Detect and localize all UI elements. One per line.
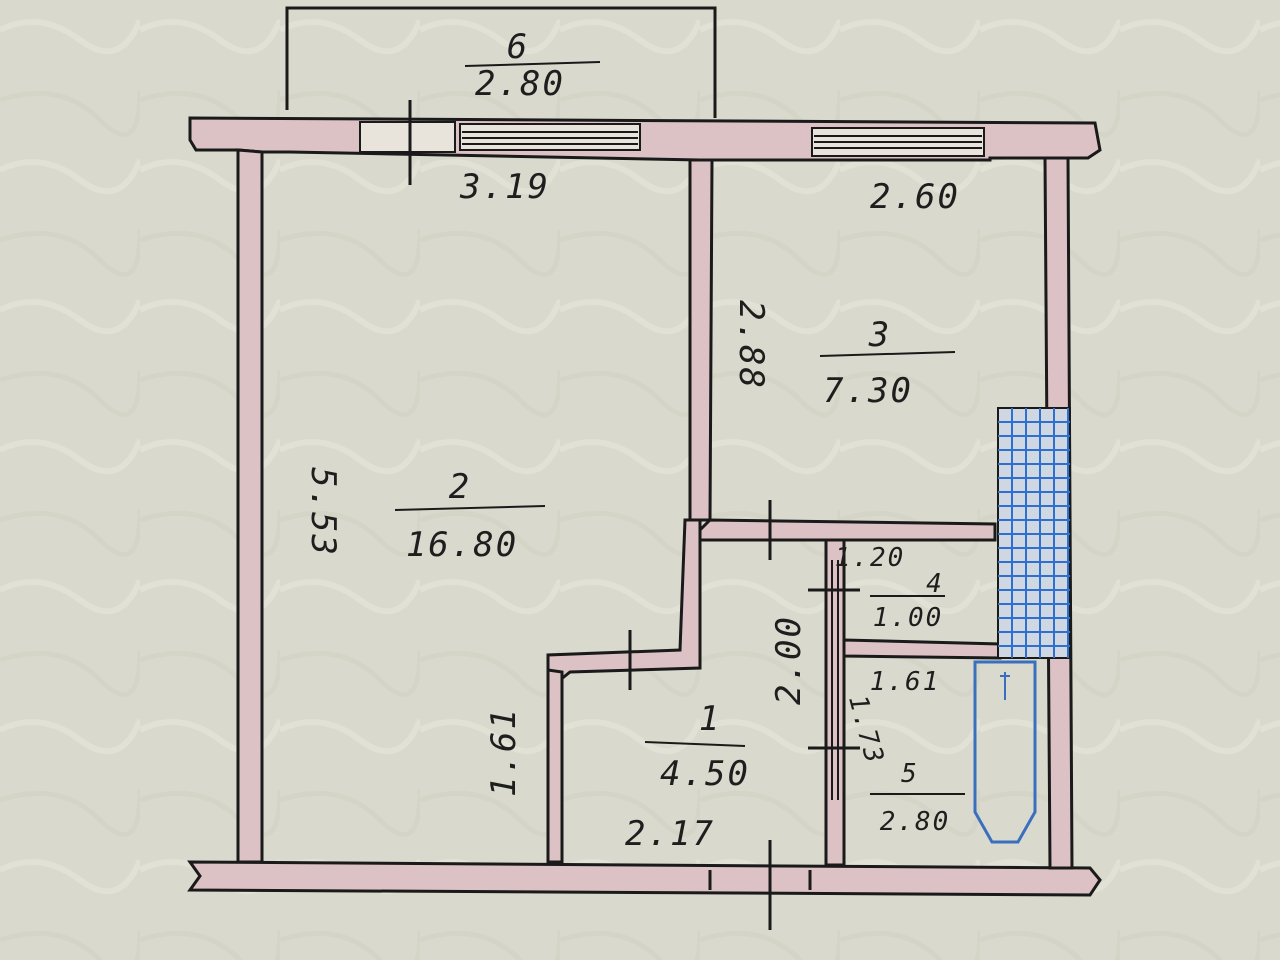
room-2-number: 2 <box>449 467 471 507</box>
dim-room3-width: 2.60 <box>870 177 960 217</box>
room-5-number: 5 <box>901 759 919 789</box>
room-1-number: 1 <box>699 699 721 739</box>
room-2-area: 16.80 <box>406 525 518 565</box>
room-4-area: 1.00 <box>873 603 944 633</box>
dim-room1-width: 2.17 <box>625 814 715 854</box>
room-6-number: 6 <box>507 27 529 67</box>
room-6-area: 2.80 <box>475 64 565 104</box>
dim-room3-length: 2.88 <box>731 300 771 390</box>
dim-room5-width: 1.61 <box>870 667 941 697</box>
room-3-label: 3 7.30 <box>819 315 956 411</box>
dim-room4-width: 1.20 <box>835 543 906 573</box>
window-right <box>811 127 985 157</box>
dimension-labels: 3.19 2.60 5.53 2.88 1.61 2.00 2.17 1.20 … <box>303 167 960 854</box>
room-1-area: 4.50 <box>660 754 750 794</box>
dim-room1-side: 1.61 <box>484 707 524 797</box>
balcony <box>285 6 717 118</box>
dim-room1-length: 2.00 <box>769 615 809 705</box>
interior-walls <box>546 158 1002 867</box>
ventilation-shaft <box>997 407 1071 659</box>
room-6-label: 6 2.80 <box>464 27 601 104</box>
room-4-label: 4 1.00 <box>870 569 945 633</box>
dim-room2-length: 5.53 <box>303 467 343 557</box>
room-1-label: 1 4.50 <box>644 699 750 794</box>
door-marks <box>628 500 860 930</box>
room-4-number: 4 <box>926 569 944 599</box>
room-3-number: 3 <box>868 315 891 355</box>
bathtub <box>973 660 1037 844</box>
room-5-label: 5 2.80 <box>870 759 965 837</box>
dim-room2-width: 3.19 <box>459 167 550 207</box>
window-left <box>359 100 641 185</box>
room-5-area: 2.80 <box>880 807 951 837</box>
room-3-area: 7.30 <box>823 371 913 411</box>
room-2-label: 2 16.80 <box>394 467 546 565</box>
